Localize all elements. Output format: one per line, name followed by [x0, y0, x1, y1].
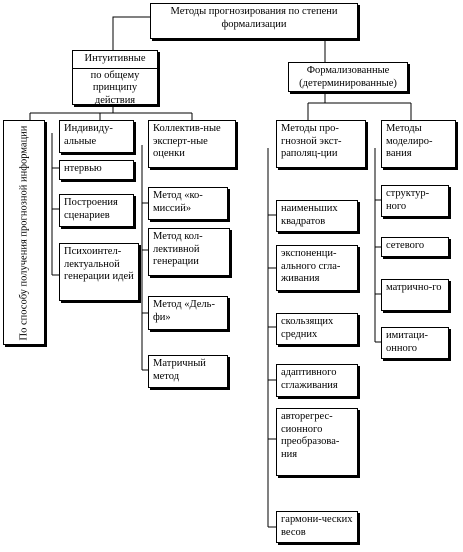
interview-node: нтервью [59, 160, 134, 180]
network-modeling-label: сетевого [386, 240, 425, 251]
harmonic-weights-node: гармони-ческих весов [276, 511, 358, 543]
root-node: Методы прогнозирования по степени формал… [150, 3, 358, 39]
formalized-title: Формализованные (детерминированные) [299, 65, 397, 89]
moving-averages-label: скользящих средних [281, 316, 334, 340]
matrix-modeling-label: матрично-го [386, 282, 442, 293]
formalized-node: Формализованные (детерминированные) [288, 62, 408, 92]
autoregressive-transformation-node: авторегрес-сионного преобразова-ния [276, 408, 358, 476]
commissions-method-label: Метод «ко-миссий» [153, 190, 203, 214]
structural-modeling-label: структур-ного [386, 188, 430, 212]
exponential-smoothing-label: экспоненци-ального сгла-живания [281, 248, 341, 284]
information-method-label-box: По способу получения прогнозной информац… [3, 120, 45, 345]
least-squares-node: наименьших квадратов [276, 200, 358, 232]
adaptive-smoothing-label: адаптивного сглаживания [281, 367, 338, 391]
intuitive-title: Интуитивные [73, 51, 157, 69]
least-squares-label: наименьших квадратов [281, 203, 338, 227]
scenario-building-label: Построения сценариев [64, 197, 118, 221]
modeling-methods-title: Методы моделиро-вания [386, 123, 433, 159]
collective-expert-node: Коллектив-ные эксперт-ные оценки [148, 120, 236, 168]
autoregressive-transformation-label: авторегрес-сионного преобразова-ния [281, 411, 340, 460]
modeling-methods-node: Методы моделиро-вания [381, 120, 456, 168]
individual-methods-node: Индивиду-альные [59, 120, 134, 153]
psycho-intellectual-generation-node: Психоинтел-лектуальной генерации идей [59, 243, 139, 301]
matrix-modeling-node: матрично-го [381, 279, 449, 311]
intuitive-node: Интуитивные по общему принципу действия [72, 50, 158, 105]
simulation-modeling-node: имитаци-онного [381, 327, 449, 359]
delphi-method-node: Метод «Дель-фи» [148, 296, 228, 330]
adaptive-smoothing-node: адаптивного сглаживания [276, 364, 358, 397]
extrapolation-methods-title: Методы про-гнозной экст-раполяц-ции [281, 123, 342, 159]
psycho-intellectual-generation-label: Психоинтел-лектуальной генерации идей [64, 246, 134, 282]
matrix-method-node: Матричный метод [148, 355, 228, 388]
collective-generation-label: Метод кол-лективной генерации [153, 231, 203, 267]
scenario-building-node: Построения сценариев [59, 194, 134, 227]
simulation-modeling-label: имитаци-онного [386, 330, 428, 354]
harmonic-weights-label: гармони-ческих весов [281, 514, 353, 538]
exponential-smoothing-node: экспоненци-ального сгла-живания [276, 245, 358, 291]
root-label: Методы прогнозирования по степени формал… [170, 6, 338, 30]
information-method-label: По способу получения прогнозной информац… [18, 125, 30, 340]
individual-methods-title: Индивиду-альные [64, 123, 113, 147]
commissions-method-node: Метод «ко-миссий» [148, 187, 228, 220]
structural-modeling-node: структур-ного [381, 185, 449, 217]
interview-label: нтервью [64, 163, 102, 174]
extrapolation-methods-node: Методы про-гнозной экст-раполяц-ции [276, 120, 366, 168]
intuitive-subtitle: по общему принципу действия [90, 69, 140, 105]
delphi-method-label: Метод «Дель-фи» [153, 299, 215, 323]
moving-averages-node: скользящих средних [276, 313, 358, 345]
matrix-method-label: Матричный метод [153, 358, 206, 382]
collective-expert-title: Коллектив-ные эксперт-ные оценки [153, 123, 221, 159]
network-modeling-node: сетевого [381, 237, 449, 257]
collective-generation-node: Метод кол-лективной генерации [148, 228, 230, 276]
